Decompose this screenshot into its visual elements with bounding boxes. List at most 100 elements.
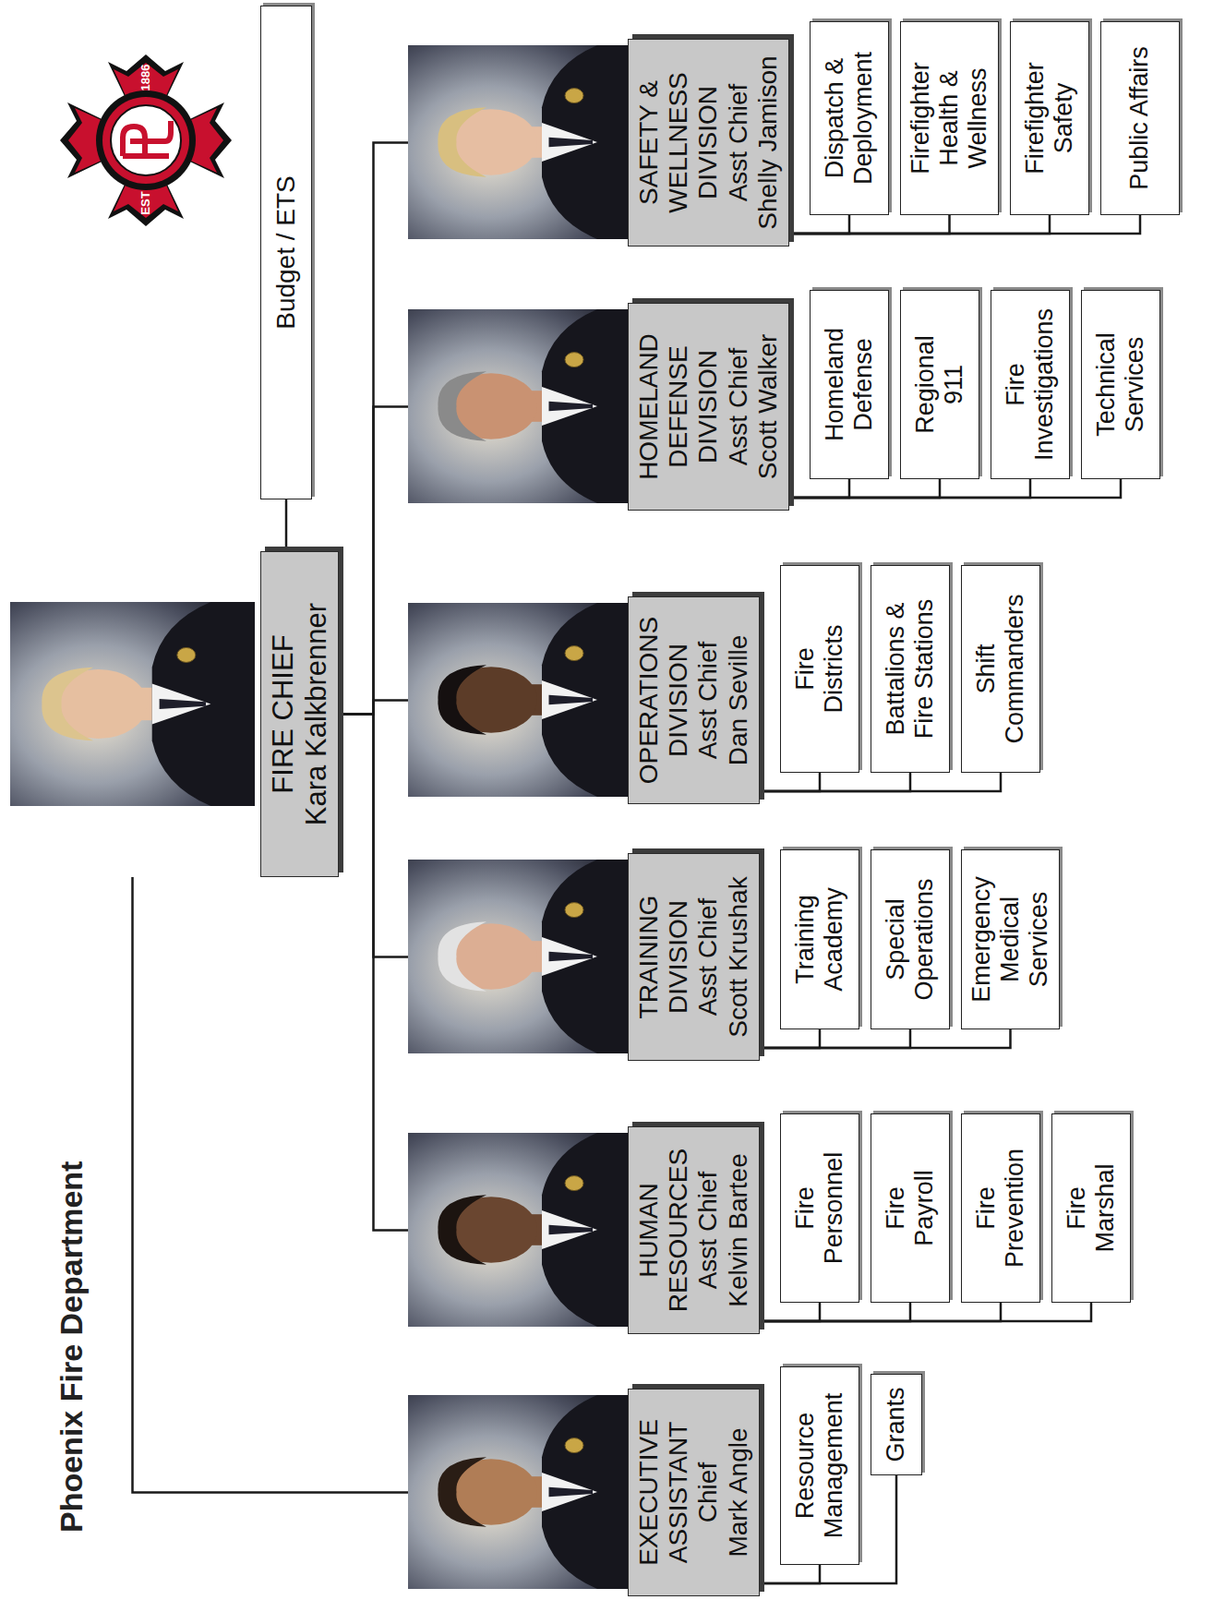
plate-heading: OPERATIONS DIVISION xyxy=(634,604,694,796)
section-box: Firefighter Safety xyxy=(1009,21,1090,216)
section-box: Shift Commanders xyxy=(960,564,1041,773)
connector xyxy=(789,479,1121,498)
seal-center xyxy=(110,105,181,176)
connector xyxy=(132,876,409,1493)
section-box: Emergency Medical Services xyxy=(960,849,1060,1030)
section-label: Fire Prevention xyxy=(972,1139,1030,1278)
uniform-jacket xyxy=(541,309,639,504)
uniform-jacket xyxy=(541,859,639,1054)
connector xyxy=(789,215,1050,234)
division-card: TRAINING DIVISIONAsst ChiefScott Krushak xyxy=(408,852,760,1061)
badge xyxy=(564,646,584,661)
connector xyxy=(759,1029,1011,1048)
plate-heading: TRAINING DIVISION xyxy=(634,861,694,1053)
uniform-jacket xyxy=(541,1394,639,1589)
connector xyxy=(789,215,850,234)
plate-heading: HOMELAND DEFENSE DIVISION xyxy=(634,311,724,503)
section-label: Dispatch & Deployment xyxy=(820,44,878,193)
cross-outer xyxy=(60,54,232,227)
shirt xyxy=(541,1472,598,1512)
division-card: EXECUTIVE ASSISTANTChiefMark Angle xyxy=(408,1388,760,1597)
tie xyxy=(549,695,594,706)
plate-text: Kelvin Bartee xyxy=(723,1134,754,1326)
connector xyxy=(759,1029,911,1048)
plate-text: Asst Chief xyxy=(693,604,723,796)
section-box: Battalions & Fire Stations xyxy=(870,564,950,773)
section-label: Resource Management xyxy=(791,1387,849,1545)
section-label: Training Academy xyxy=(791,870,849,1009)
section-label: Special Operations xyxy=(881,870,939,1009)
section-label: Regional 911 xyxy=(911,324,969,445)
portrait-photo xyxy=(408,309,639,504)
logo-text: 1886 xyxy=(138,59,154,97)
photo-backdrop xyxy=(408,45,639,240)
connector xyxy=(789,479,1031,498)
section-box: Special Operations xyxy=(870,849,950,1030)
plate-text: Dan Seville xyxy=(723,604,754,796)
section-label: Fire Payroll xyxy=(881,1157,939,1260)
section-label: Grants xyxy=(881,1386,911,1462)
badge xyxy=(564,88,584,104)
section-box: Fire Districts xyxy=(780,564,860,773)
connector xyxy=(789,479,940,498)
plate-text: Asst Chief xyxy=(723,311,754,503)
plate-text: Asst Chief xyxy=(693,1134,723,1326)
hair xyxy=(437,107,487,178)
photo-backdrop xyxy=(408,309,639,504)
portrait-photo xyxy=(408,602,639,797)
tie xyxy=(549,401,594,412)
shirt xyxy=(541,680,598,720)
section-box: Technical Services xyxy=(1080,289,1161,480)
section-label: Homeland Defense xyxy=(820,315,878,455)
plate-text: Shelly Jamison xyxy=(753,47,783,239)
name-plate: HUMAN RESOURCESAsst ChiefKelvin Bartee xyxy=(627,1126,760,1334)
section-label: Firefighter Health & Wellness xyxy=(906,44,993,193)
plate-text: Scott Krushak xyxy=(723,861,754,1053)
tie xyxy=(159,698,206,709)
section-box: Training Academy xyxy=(780,849,860,1030)
connector xyxy=(759,1564,820,1584)
hair xyxy=(437,1456,487,1527)
plate-text: Asst Chief xyxy=(693,861,723,1053)
section-box: Dispatch & Deployment xyxy=(809,21,889,216)
shirt xyxy=(541,1210,598,1250)
portrait-photo xyxy=(408,45,639,240)
division-card: SAFETY & WELLNESS DIVISIONAsst ChiefShel… xyxy=(408,38,790,247)
connector xyxy=(759,1029,820,1048)
section-label: Public Affairs xyxy=(1125,46,1154,191)
seal-ring xyxy=(96,90,196,191)
connector xyxy=(759,1302,820,1322)
tie xyxy=(549,951,594,962)
connector xyxy=(759,1302,1092,1322)
connector xyxy=(789,215,1141,234)
hair xyxy=(437,371,487,442)
plate-heading: FIRE CHIEF xyxy=(266,559,301,869)
section-box: Firefighter Health & Wellness xyxy=(900,21,999,216)
badge xyxy=(564,1438,584,1454)
section-label: Firefighter Safety xyxy=(1020,44,1079,193)
badge xyxy=(177,647,196,662)
uniform-jacket xyxy=(541,1132,639,1327)
plate-text: Chief xyxy=(693,1396,723,1588)
section-label: Fire Marshal xyxy=(1062,1152,1120,1264)
connector xyxy=(338,714,409,1231)
name-plate: OPERATIONS DIVISIONAsst ChiefDan Seville xyxy=(627,596,760,805)
chart-title: Phoenix Fire Department xyxy=(53,1161,90,1533)
division-card: OPERATIONS DIVISIONAsst ChiefDan Seville xyxy=(408,596,760,805)
badge xyxy=(564,902,584,918)
division-card: HOMELAND DEFENSE DIVISIONAsst ChiefScott… xyxy=(408,302,790,511)
section-box: Public Affairs xyxy=(1100,21,1180,216)
division-card: HUMAN RESOURCESAsst ChiefKelvin Bartee xyxy=(408,1126,760,1334)
plate-text: Scott Walker xyxy=(753,311,783,503)
photo-backdrop xyxy=(408,1394,639,1589)
portrait-photo xyxy=(10,601,255,806)
connector xyxy=(759,772,1001,792)
section-label: Fire Personnel xyxy=(791,1143,849,1274)
section-label: Fire Districts xyxy=(791,613,849,725)
section-box: Resource Management xyxy=(780,1366,860,1565)
tie xyxy=(549,1487,594,1498)
name-plate: TRAINING DIVISIONAsst ChiefScott Krushak xyxy=(627,852,760,1061)
logo-text: EST xyxy=(138,184,154,222)
budget-box: Budget / ETS xyxy=(260,5,313,500)
